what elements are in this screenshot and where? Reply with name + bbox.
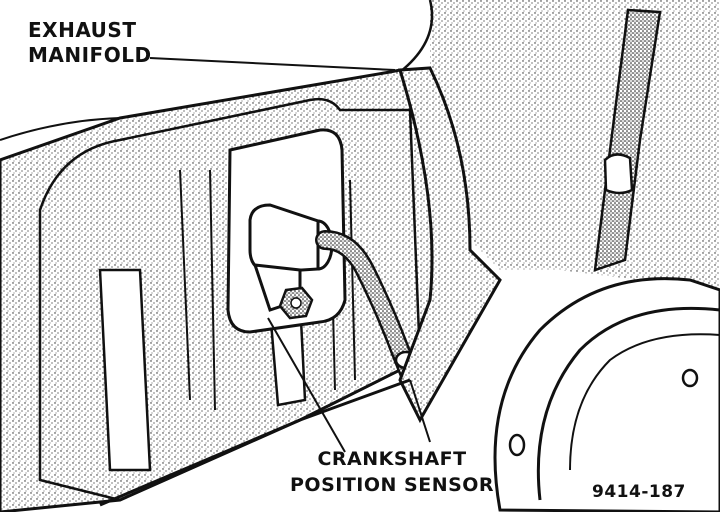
crankshaft-sensor-label: CRANKSHAFT POSITION SENSOR [290, 446, 494, 498]
crank-label-line1: CRANKSHAFT [317, 448, 467, 470]
ribs [179, 169, 356, 411]
crank-leader-line [267, 317, 346, 453]
exhaust-label-line2: MANIFOLD [28, 43, 152, 67]
exhaust-leader-line [149, 57, 396, 71]
exhaust-manifold-label: EXHAUST MANIFOLD [28, 18, 152, 68]
top-edge-line [0, 117, 121, 141]
crank-leader-line-2 [409, 379, 431, 443]
slot-left [98, 268, 152, 472]
housing-hole-1 [508, 433, 526, 457]
upper-bracket [593, 8, 662, 272]
manifold-edge [399, 0, 434, 73]
manifold-flange [398, 66, 502, 424]
crank-label-line2: POSITION SENSOR [290, 474, 495, 496]
exhaust-label-line1: EXHAUST [28, 18, 137, 42]
bell-housing-inner [536, 306, 720, 501]
housing-hole-2 [681, 368, 699, 388]
bell-housing [493, 277, 720, 512]
lower-edge [99, 378, 411, 507]
bracket-tab [603, 153, 634, 195]
sensor-body [248, 203, 320, 274]
figure-number: 9414-187 [592, 482, 686, 502]
